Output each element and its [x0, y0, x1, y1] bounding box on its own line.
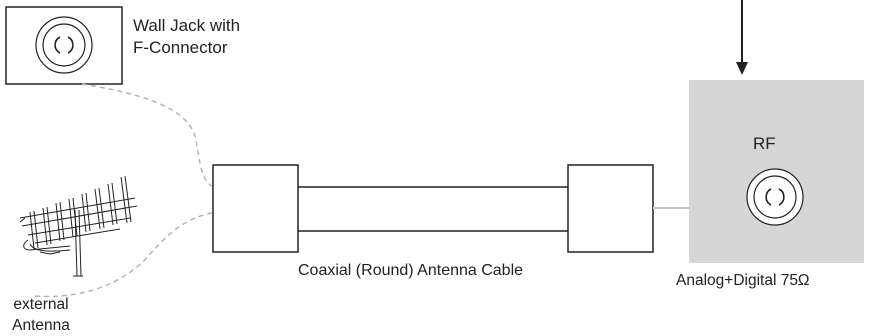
- wall-jack-label-line1: Wall Jack with: [133, 16, 241, 35]
- wall-jack-label-line2: F-Connector: [133, 38, 228, 57]
- yagi-antenna-icon: [19, 175, 138, 277]
- down-arrow-icon: [736, 0, 748, 75]
- port-spec-label: Analog+Digital 75Ω: [676, 272, 810, 289]
- wall-jack-label: Wall Jack with F-Connector: [133, 15, 240, 59]
- rf-port-icon: [746, 168, 804, 226]
- antenna-label-line1: external: [13, 296, 69, 313]
- antenna-label-line2: Antenna: [12, 317, 70, 334]
- cable-left-connector: [212, 164, 299, 253]
- f-connector-icon: [35, 16, 93, 74]
- rf-title: RF: [753, 134, 776, 153]
- wall-jack-dashed-line: [81, 83, 213, 187]
- cable-label: Coaxial (Round) Antenna Cable: [298, 262, 524, 279]
- antenna-dashed-line: [34, 212, 213, 298]
- cable-right-connector: [567, 164, 654, 253]
- antenna-label: external Antenna: [6, 294, 76, 336]
